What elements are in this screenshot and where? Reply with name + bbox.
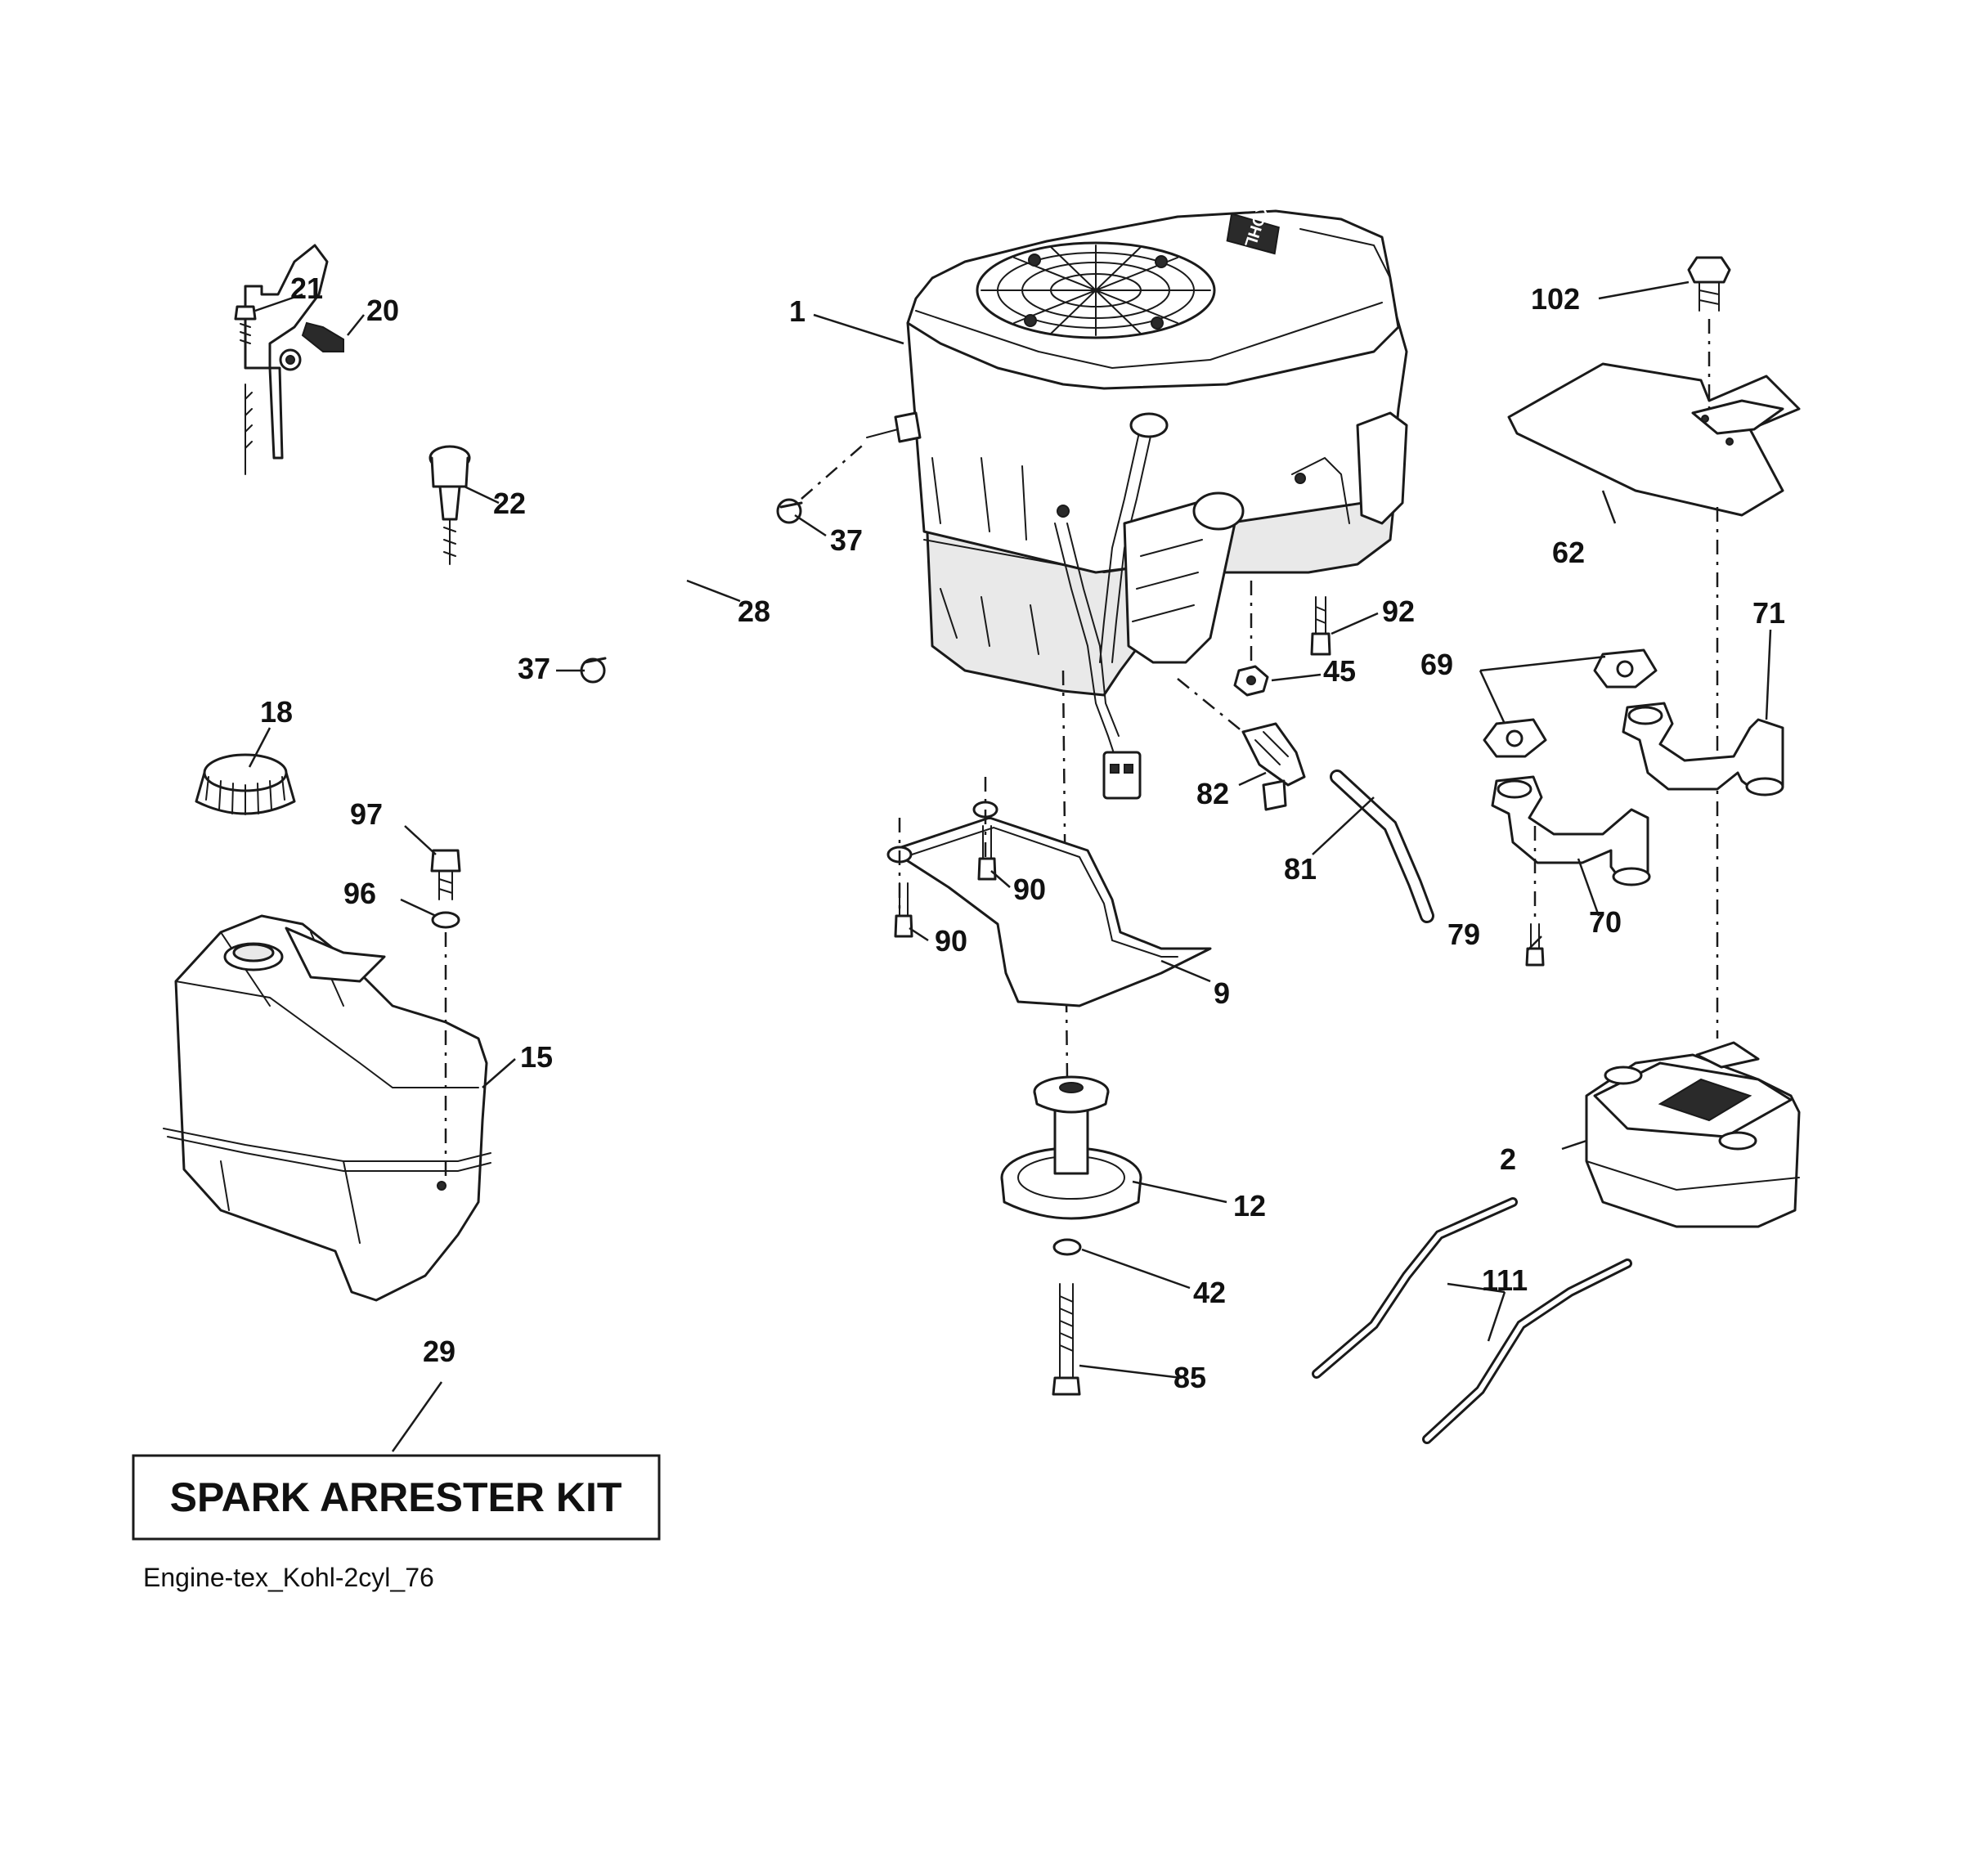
throttle-control [234, 244, 344, 475]
muffler [1585, 1041, 1801, 1228]
callout-29: 29 [423, 1335, 455, 1368]
oil-drain [1177, 678, 1434, 923]
callout-2: 2 [1500, 1142, 1516, 1176]
callout-90-upper: 90 [1013, 873, 1046, 906]
muffler-shield [1507, 256, 1801, 1039]
callout-90-lower: 90 [935, 924, 967, 958]
callout-42: 42 [1193, 1276, 1226, 1309]
callout-37-lower: 37 [518, 652, 550, 685]
callout-92: 92 [1382, 594, 1415, 628]
engine: KOHLER [866, 200, 1408, 800]
callout-1: 1 [789, 294, 806, 328]
spark-arrester-tubes [1312, 1197, 1632, 1444]
callout-20: 20 [366, 294, 399, 327]
callout-62: 62 [1552, 536, 1585, 569]
fuel-tank [163, 849, 491, 1302]
callout-70: 70 [1589, 905, 1622, 939]
callout-21: 21 [290, 271, 323, 305]
callout-9: 9 [1214, 976, 1230, 1010]
callout-82: 82 [1196, 777, 1229, 810]
callout-labels: 1 2 9 12 15 18 20 21 22 28 29 37 37 42 4… [260, 271, 1785, 1394]
callout-45: 45 [1323, 654, 1356, 688]
callout-102: 102 [1531, 282, 1580, 316]
spark-arrester-kit: SPARK ARRESTER KIT [132, 1454, 661, 1541]
kit-label-box [132, 1454, 661, 1541]
callout-37-upper: 37 [830, 523, 863, 557]
callout-18: 18 [260, 695, 293, 729]
callout-85: 85 [1174, 1361, 1206, 1394]
callout-97: 97 [350, 797, 383, 831]
callout-15: 15 [520, 1040, 553, 1074]
fuel-hose [580, 441, 868, 684]
figure-code: Engine-tex_Kohl-2cyl_76 [143, 1563, 434, 1592]
exhaust-pipes [1483, 648, 1784, 967]
callout-71: 71 [1752, 596, 1785, 630]
callout-81: 81 [1284, 852, 1317, 886]
callout-111: 111 [1482, 1263, 1528, 1297]
choke-knob [429, 445, 471, 565]
callout-12: 12 [1233, 1189, 1266, 1223]
callout-22: 22 [493, 487, 526, 520]
kit-label: SPARK ARRESTER KIT [170, 1474, 622, 1520]
engine-pulley [1000, 670, 1142, 1396]
callout-28: 28 [738, 594, 770, 628]
leader-lines [248, 280, 1772, 1452]
screw-and-nut [1233, 581, 1331, 697]
heat-shield [886, 777, 1212, 1007]
fuel-cap [195, 753, 296, 815]
callout-96: 96 [343, 877, 376, 910]
callout-79: 79 [1447, 918, 1480, 951]
callout-69: 69 [1420, 648, 1453, 681]
